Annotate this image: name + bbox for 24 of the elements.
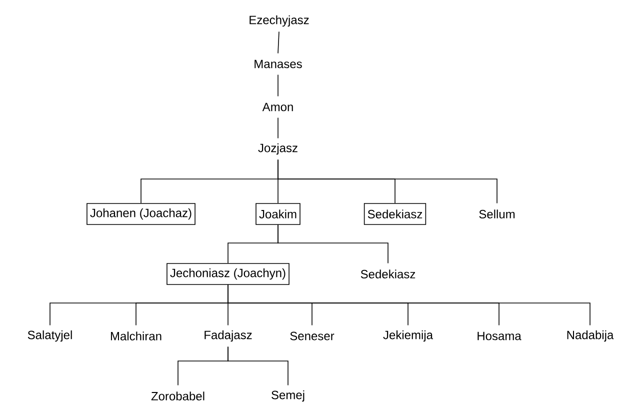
name-label: Zorobabel	[151, 392, 204, 400]
name-label: Amon	[262, 102, 293, 112]
name-label: Sellum	[479, 210, 515, 218]
name-label: Semej	[272, 390, 304, 402]
tree-line	[278, 224, 388, 264]
tree-line	[278, 159, 498, 204]
name-box: Jechoniasz (Joachyn)	[166, 263, 290, 285]
tree-line	[228, 346, 288, 386]
name-label: Salatyjel	[28, 330, 72, 342]
name-box: Johanen (Joachaz)	[86, 203, 196, 225]
name-label: Jozjasz	[258, 143, 298, 155]
name-label: Manases	[254, 60, 302, 68]
name-box: Joakim	[256, 203, 300, 225]
name-label: Jekiemija	[383, 330, 433, 342]
name-label: Nadabija	[567, 330, 614, 342]
name-label: Ezechyjasz	[250, 15, 309, 27]
name-label: Sedekiasz	[360, 270, 416, 278]
tree-line	[278, 31, 280, 54]
tree-line	[228, 284, 590, 326]
name-label: Fadajasz	[204, 330, 252, 342]
name-label: Hosama	[478, 332, 522, 340]
name-box: Sedekiasz	[364, 203, 426, 225]
name-label: Malchiran	[110, 332, 162, 340]
name-label: Seneser	[290, 332, 334, 340]
